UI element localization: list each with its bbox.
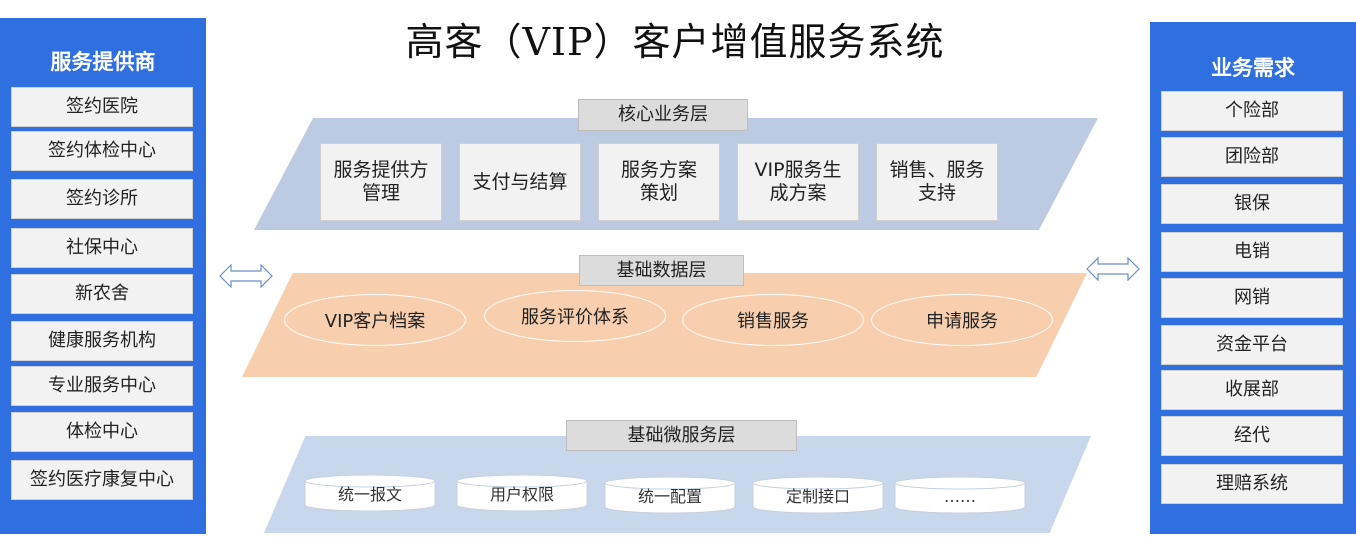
data-item: VIP客户档案 [284, 294, 466, 346]
provider-item: 签约体检中心 [11, 131, 193, 171]
demand-item: 网销 [1161, 278, 1343, 318]
business-demand-panel: 业务需求 个险部 团险部 银保 电销 网销 资金平台 收展部 经代 理赔系统 [1150, 22, 1356, 534]
micro-service-label: 统一配置 [637, 487, 702, 506]
provider-item: 健康服务机构 [11, 321, 193, 361]
micro-service-label: …… [944, 487, 976, 506]
provider-item: 新农舍 [11, 274, 193, 314]
provider-item: 签约医院 [11, 87, 193, 127]
core-box: VIP服务生 成方案 [737, 143, 859, 221]
micro-service-cylinder: 统一报文 [304, 474, 436, 512]
demand-item: 电销 [1161, 232, 1343, 272]
micro-service-label: 定制接口 [785, 487, 850, 506]
micro-service-cylinder: 统一配置 [604, 476, 736, 514]
provider-item: 签约诊所 [11, 179, 193, 219]
core-box: 服务方案 策划 [598, 143, 720, 221]
demand-item: 团险部 [1161, 137, 1343, 177]
micro-service-label: 用户权限 [489, 485, 554, 504]
demand-item: 收展部 [1161, 370, 1343, 410]
business-demand-title: 业务需求 [1211, 56, 1295, 80]
demand-item: 个险部 [1161, 91, 1343, 131]
data-item: 申请服务 [871, 294, 1053, 346]
service-provider-title: 服务提供商 [50, 50, 156, 74]
data-layer-label: 基础数据层 [579, 255, 744, 286]
data-item: 服务评价体系 [484, 290, 666, 342]
provider-item: 签约医疗康复中心 [11, 460, 193, 500]
core-box: 服务提供方 管理 [320, 143, 442, 221]
double-arrow-icon-left [219, 264, 273, 288]
demand-item: 经代 [1161, 416, 1343, 456]
core-box: 支付与结算 [459, 143, 581, 221]
core-layer-label: 核心业务层 [578, 99, 748, 131]
demand-item: 理赔系统 [1161, 464, 1343, 504]
page-title: 高客（VIP）客户增值服务系统 [405, 20, 945, 64]
micro-service-label: 统一报文 [337, 485, 402, 504]
double-arrow-icon-right [1086, 257, 1140, 281]
demand-item: 资金平台 [1161, 325, 1343, 365]
data-item: 销售服务 [682, 294, 864, 346]
micro-service-cylinder: 定制接口 [752, 476, 884, 514]
provider-item: 专业服务中心 [11, 366, 193, 406]
provider-item: 社保中心 [11, 228, 193, 268]
service-provider-panel: 服务提供商 签约医院 签约体检中心 签约诊所 社保中心 新农舍 健康服务机构 专… [0, 18, 206, 534]
micro-service-cylinder: 用户权限 [456, 474, 588, 512]
demand-item: 银保 [1161, 184, 1343, 224]
core-box: 销售、服务 支持 [876, 143, 998, 221]
micro-service-cylinder: …… [894, 476, 1026, 514]
micro-layer-label: 基础微服务层 [566, 420, 797, 451]
provider-item: 体检中心 [11, 412, 193, 452]
